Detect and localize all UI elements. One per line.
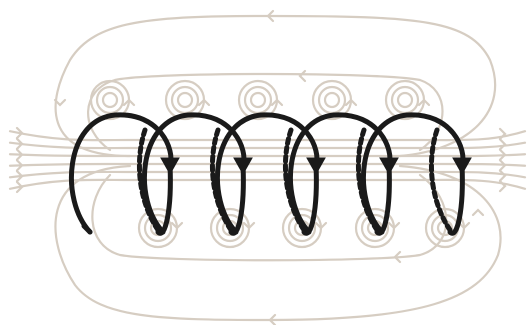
core-field-line bbox=[8, 141, 527, 150]
field-lines bbox=[8, 9, 527, 325]
inner-loop-arrow-top bbox=[298, 69, 307, 83]
circle-arrow-bottom-3 bbox=[387, 221, 401, 230]
coil-turn-bottom-4 bbox=[447, 162, 465, 236]
field-arrow-right-5 bbox=[498, 180, 507, 193]
field-arrow-right-3 bbox=[498, 159, 507, 172]
field-arrow-right-2 bbox=[498, 148, 507, 161]
wire-field-circle-top-0-1 bbox=[95, 85, 125, 115]
field-arrow-left-4 bbox=[15, 170, 24, 183]
coil-turn-bottom-0 bbox=[155, 162, 173, 236]
arrowhead-icon-2 bbox=[306, 157, 326, 176]
arrowhead-icon-4 bbox=[452, 157, 472, 176]
core-field-line bbox=[8, 162, 527, 167]
wire-field-circle-top-3-1 bbox=[317, 85, 347, 115]
wire-field-circle-top-1-1 bbox=[170, 85, 200, 115]
field-arrow-left-1 bbox=[15, 137, 24, 150]
coil-turn-bottom-3 bbox=[374, 162, 392, 236]
coil-turn-front-0 bbox=[69, 112, 174, 235]
wire-field-circle-top-3-0 bbox=[323, 91, 341, 109]
circle-arrow-top-2 bbox=[270, 98, 284, 107]
field-arrow-left-0 bbox=[15, 126, 24, 140]
field-arrow-right-1 bbox=[498, 138, 507, 151]
coil bbox=[69, 112, 472, 236]
coil-turn-front-1 bbox=[142, 112, 247, 235]
circle-arrow-bottom-1 bbox=[242, 221, 256, 230]
field-arrow-right-4 bbox=[498, 169, 507, 182]
inner-field-loop-top bbox=[87, 72, 444, 152]
outer-loop-arrow-top bbox=[266, 9, 275, 23]
wire-field-circle-bottom-2-1 bbox=[287, 213, 317, 243]
core-field-line bbox=[8, 153, 527, 158]
arrowhead-icon-1 bbox=[233, 157, 253, 176]
coil-turn-front-2 bbox=[215, 112, 320, 235]
coil-turn-bottom-1 bbox=[228, 162, 246, 236]
wire-field-circle-bottom-0-1 bbox=[143, 213, 173, 243]
outer-loop-arrow-left bbox=[53, 98, 67, 107]
wire-field-circle-bottom-3-1 bbox=[360, 213, 390, 243]
core-field-line bbox=[8, 178, 527, 190]
circle-arrow-bottom-0 bbox=[170, 221, 184, 230]
field-arrow-left-5 bbox=[15, 180, 24, 194]
circle-arrow-bottom-2 bbox=[314, 221, 328, 230]
wire-field-circle-top-1-0 bbox=[176, 91, 194, 109]
coil-lead-start bbox=[81, 223, 93, 235]
coil-turn-front-3 bbox=[288, 112, 393, 235]
field-arrow-left-3 bbox=[15, 159, 24, 172]
core-field-line bbox=[8, 170, 527, 179]
wire-field-circle-top-4-0 bbox=[396, 91, 414, 109]
circle-arrow-bottom-4 bbox=[457, 221, 471, 230]
field-arrow-left-2 bbox=[15, 148, 24, 161]
outer-field-loop-top bbox=[54, 14, 497, 158]
coil-turn-bottom-2 bbox=[301, 162, 319, 236]
wire-field-circle-top-4-1 bbox=[390, 85, 420, 115]
coil-turn-front-4 bbox=[361, 112, 466, 235]
outer-loop-arrow-right bbox=[471, 208, 485, 217]
circle-arrow-top-0 bbox=[122, 98, 136, 107]
arrowhead-icon-3 bbox=[379, 157, 399, 176]
circle-arrow-top-3 bbox=[344, 98, 358, 107]
core-field-line bbox=[8, 130, 527, 142]
outer-loop-arrow-bottom bbox=[268, 313, 277, 325]
wire-field-circle-top-2-1 bbox=[243, 85, 273, 115]
inner-loop-arrow-bottom bbox=[393, 250, 402, 264]
circle-arrow-top-4 bbox=[417, 98, 431, 107]
wire-field-circle-bottom-1-1 bbox=[215, 213, 245, 243]
circle-arrow-top-1 bbox=[197, 98, 211, 107]
wire-field-circle-top-0-0 bbox=[101, 91, 119, 109]
wire-field-circle-top-2-0 bbox=[249, 91, 267, 109]
arrowhead-icon-0 bbox=[160, 157, 180, 176]
field-arrow-right-0 bbox=[498, 127, 507, 140]
coil-turn-back-4 bbox=[428, 127, 453, 233]
